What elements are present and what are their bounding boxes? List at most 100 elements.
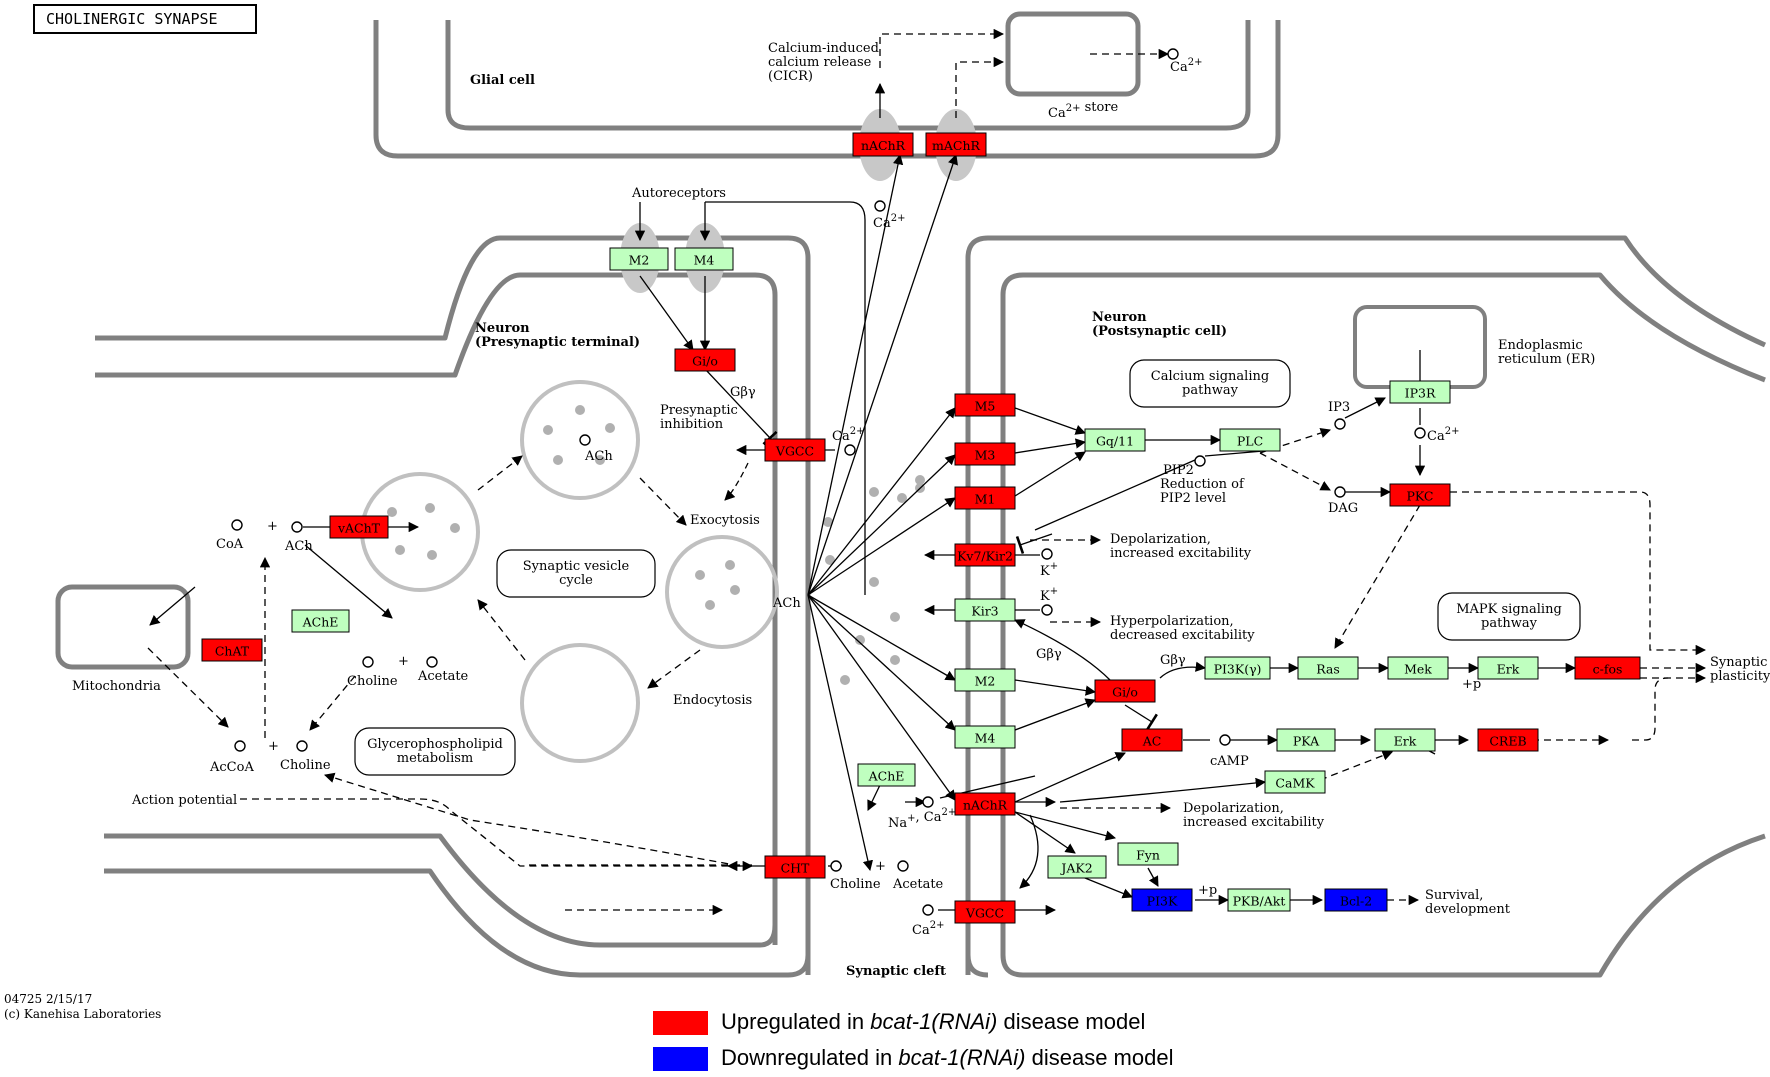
gene-gq11[interactable]: Gq/11 bbox=[1084, 428, 1146, 452]
gene-box[interactable] bbox=[1574, 656, 1641, 680]
gene-label: Fyn bbox=[1136, 848, 1160, 863]
gene-box[interactable] bbox=[1204, 656, 1271, 680]
pathway-boxes[interactable] bbox=[354, 359, 1581, 776]
gene-auto-m4[interactable]: M4 bbox=[674, 247, 734, 271]
gene-ip3r[interactable]: IP3R bbox=[1389, 380, 1451, 404]
gene-jak2[interactable]: JAK2 bbox=[1047, 855, 1107, 879]
gene-auto-m2[interactable]: M2 bbox=[609, 247, 669, 271]
gene-label: AChE bbox=[868, 769, 905, 784]
gene-ras[interactable]: Ras bbox=[1297, 656, 1359, 680]
gene-box[interactable] bbox=[1276, 728, 1336, 752]
gene-erk2[interactable]: Erk bbox=[1374, 728, 1436, 752]
gene-box[interactable] bbox=[674, 348, 736, 372]
gene-post-m1[interactable]: M1 bbox=[954, 486, 1016, 510]
gene-box[interactable] bbox=[852, 132, 914, 157]
plus-sign: + bbox=[875, 859, 886, 874]
gene-box[interactable] bbox=[1227, 888, 1291, 912]
gene-post-vgcc[interactable]: VGCC bbox=[954, 900, 1016, 924]
gene-box[interactable] bbox=[954, 442, 1016, 466]
gene-cht[interactable]: CHT bbox=[764, 855, 826, 879]
gene-box[interactable] bbox=[954, 900, 1016, 924]
gene-box[interactable] bbox=[609, 247, 669, 271]
gene-camk[interactable]: CaMK bbox=[1264, 770, 1326, 794]
gene-box[interactable] bbox=[954, 543, 1016, 567]
gene-box[interactable] bbox=[1387, 656, 1449, 680]
gene-box[interactable] bbox=[954, 668, 1016, 692]
gene-pka[interactable]: PKA bbox=[1276, 728, 1336, 752]
compound-acetate-1: Acetate bbox=[417, 669, 469, 684]
gene-box[interactable] bbox=[291, 609, 350, 633]
gene-box[interactable] bbox=[954, 393, 1016, 417]
gene-pre-vgcc[interactable]: VGCC bbox=[764, 438, 826, 462]
gene-box[interactable] bbox=[1264, 770, 1326, 794]
gene-box[interactable] bbox=[1389, 380, 1451, 404]
gene-pi3k[interactable]: PI3K bbox=[1131, 888, 1193, 912]
gene-fyn[interactable]: Fyn bbox=[1117, 842, 1179, 866]
gene-box[interactable] bbox=[1477, 656, 1539, 680]
gene-box[interactable] bbox=[1324, 888, 1388, 912]
diagram-title: CHOLINERGIC SYNAPSE bbox=[33, 4, 257, 34]
gene-bcl2[interactable]: Bcl-2 bbox=[1324, 888, 1388, 912]
gene-plc[interactable]: PLC bbox=[1219, 428, 1281, 452]
compound-ca-store-out: Ca2+ bbox=[1170, 57, 1202, 75]
gene-post-m3[interactable]: M3 bbox=[954, 442, 1016, 466]
gene-box[interactable] bbox=[954, 792, 1016, 816]
gene-box[interactable] bbox=[764, 438, 826, 462]
gene-kv7[interactable]: Kv7/Kir2 bbox=[954, 543, 1016, 567]
gene-box[interactable] bbox=[1374, 728, 1436, 752]
gene-box[interactable] bbox=[1219, 428, 1281, 452]
gene-pre-gio[interactable]: Gi/o bbox=[674, 348, 736, 372]
gene-box[interactable] bbox=[1094, 679, 1156, 703]
gene-box[interactable] bbox=[674, 247, 734, 271]
gene-erk1[interactable]: Erk bbox=[1477, 656, 1539, 680]
gene-kir3[interactable]: Kir3 bbox=[954, 598, 1016, 622]
gene-box[interactable] bbox=[201, 638, 263, 662]
gene-mek[interactable]: Mek bbox=[1387, 656, 1449, 680]
gene-pre-ache[interactable]: AChE bbox=[291, 609, 350, 633]
gene-pi3k-gamma[interactable]: PI3K(γ) bbox=[1204, 656, 1271, 680]
gene-box[interactable] bbox=[1117, 842, 1179, 866]
gene-pkb[interactable]: PKB/Akt bbox=[1227, 888, 1291, 912]
gene-box[interactable] bbox=[764, 855, 826, 879]
gene-box[interactable] bbox=[925, 132, 987, 157]
gene-post-m2[interactable]: M2 bbox=[954, 668, 1016, 692]
gene-box[interactable] bbox=[1084, 428, 1146, 452]
gene-post-gio[interactable]: Gi/o bbox=[1094, 679, 1156, 703]
gene-box[interactable] bbox=[1477, 728, 1539, 752]
label-presynaptic-neuron: Neuron(Presynaptic terminal) bbox=[475, 321, 640, 350]
gene-label: M4 bbox=[694, 253, 715, 268]
gene-glial-nachr[interactable]: nAChR bbox=[852, 132, 914, 157]
gene-label: Gq/11 bbox=[1096, 434, 1134, 449]
gene-post-nachr[interactable]: nAChR bbox=[954, 792, 1016, 816]
gene-box[interactable] bbox=[1121, 728, 1183, 752]
gene-creb[interactable]: CREB bbox=[1477, 728, 1539, 752]
gene-box[interactable] bbox=[954, 598, 1016, 622]
gene-box[interactable] bbox=[857, 763, 916, 787]
gene-ac[interactable]: AC bbox=[1121, 728, 1183, 752]
gene-box[interactable] bbox=[1131, 888, 1193, 912]
gene-box[interactable] bbox=[1047, 855, 1107, 879]
gene-box[interactable] bbox=[954, 725, 1016, 749]
gene-cfos[interactable]: c-fos bbox=[1574, 656, 1641, 680]
gene-label: Kir3 bbox=[971, 604, 998, 619]
label-depolarization-1: Depolarization,increased excitability bbox=[1110, 532, 1252, 561]
gene-glial-machr[interactable]: mAChR bbox=[925, 132, 987, 157]
gene-post-m5[interactable]: M5 bbox=[954, 393, 1016, 417]
gene-chat[interactable]: ChAT bbox=[201, 638, 263, 662]
gene-box[interactable] bbox=[1297, 656, 1359, 680]
gene-box[interactable] bbox=[329, 515, 389, 539]
compound-k-2: K+ bbox=[1040, 586, 1058, 604]
gene-box[interactable] bbox=[954, 486, 1016, 510]
gene-cleft-ache[interactable]: AChE bbox=[857, 763, 916, 787]
gene-box[interactable] bbox=[1389, 483, 1451, 507]
gene-post-m4[interactable]: M4 bbox=[954, 725, 1016, 749]
gene-label: PI3K bbox=[1147, 894, 1178, 909]
gene-vacht[interactable]: vAChT bbox=[329, 515, 389, 539]
gene-pkc[interactable]: PKC bbox=[1389, 483, 1451, 507]
